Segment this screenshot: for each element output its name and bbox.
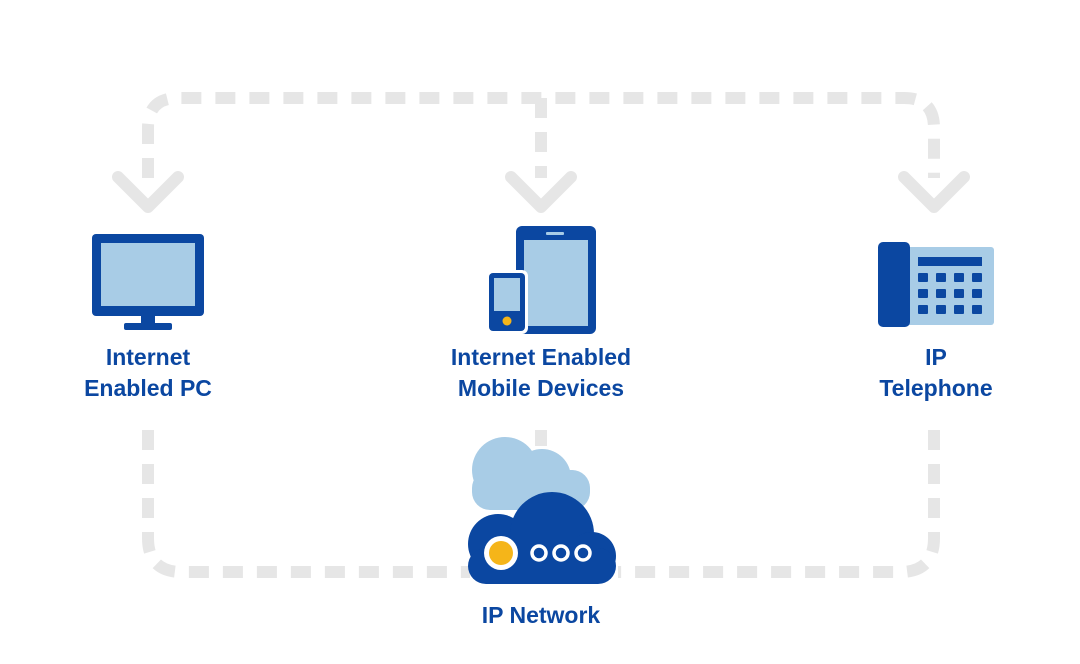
node-label-line: Mobile Devices xyxy=(457,375,625,401)
node-label-line: Internet xyxy=(105,344,191,370)
indicator-dot-icon xyxy=(552,544,570,562)
arrow-down-icon xyxy=(505,171,577,213)
indicator-dot-icon xyxy=(574,544,592,562)
bottom-left-connector xyxy=(142,430,470,578)
desktop-monitor-icon xyxy=(92,234,204,330)
node-label-mobile: Internet Enabled Mobile Devices xyxy=(400,342,682,404)
node-label-line: Internet Enabled xyxy=(450,344,632,370)
arrow-down-icon xyxy=(898,171,970,213)
desk-phone-icon xyxy=(878,242,994,327)
node-label-line: Telephone xyxy=(879,375,993,401)
cloud-network-icon xyxy=(468,437,616,584)
node-label-line: Enabled PC xyxy=(84,375,212,401)
indicator-dot-icon xyxy=(530,544,548,562)
node-label-phone: IP Telephone xyxy=(836,342,1036,404)
node-label-network: IP Network xyxy=(420,600,662,631)
node-label-line: IP Network xyxy=(481,602,601,628)
node-label-pc: Internet Enabled PC xyxy=(48,342,248,404)
bottom-right-connector xyxy=(618,430,940,578)
tablet-and-phone-icon xyxy=(486,226,596,334)
node-label-line: IP xyxy=(925,344,947,370)
arrow-down-icon xyxy=(112,171,184,213)
